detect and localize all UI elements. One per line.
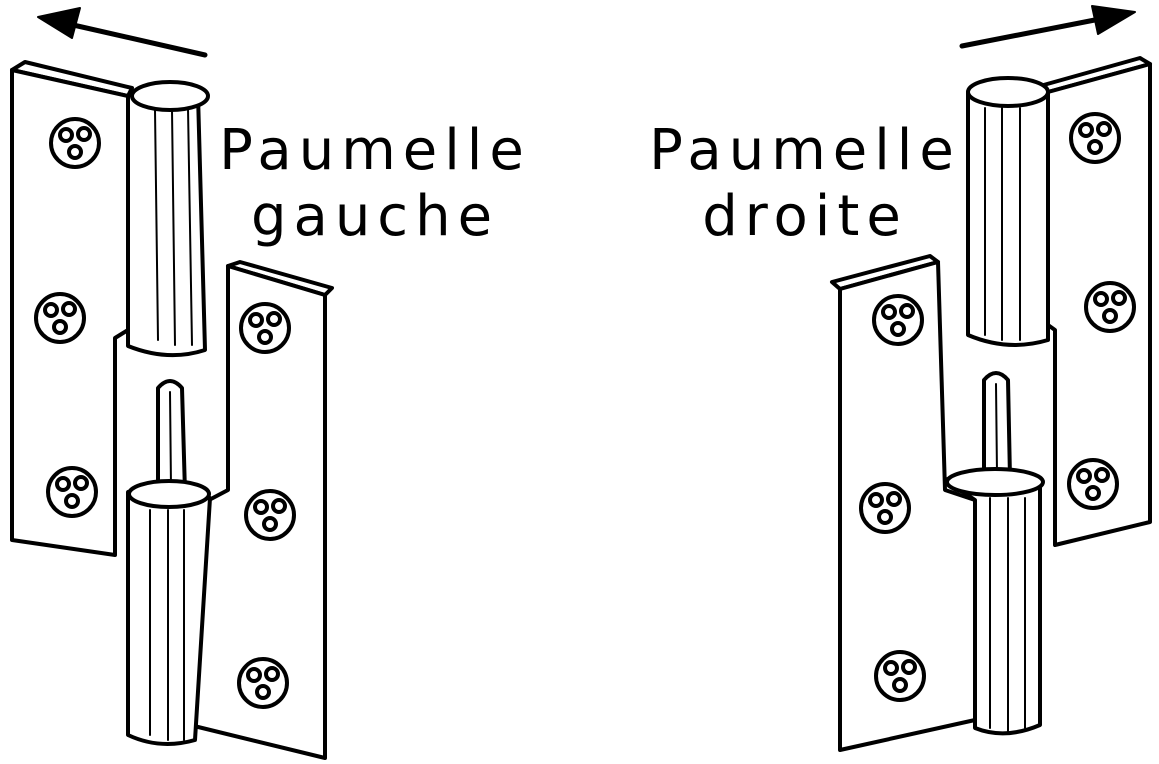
screw-hole-icon xyxy=(859,482,911,534)
screw-hole-icon xyxy=(244,489,296,541)
upper-leaf xyxy=(10,60,210,557)
screw-hole-icon xyxy=(46,466,98,518)
label-right-hinge: Paumelle droite xyxy=(640,118,970,250)
screw-hole-icon xyxy=(239,302,291,354)
label-right-line2: droite xyxy=(702,184,908,249)
label-left-line2: gauche xyxy=(250,184,500,249)
screw-hole-icon xyxy=(1069,112,1121,164)
right-hinge xyxy=(830,5,1152,752)
screw-hole-icon xyxy=(237,657,289,709)
screw-hole-icon xyxy=(874,650,926,702)
arrow-left-icon xyxy=(37,7,208,58)
label-left-line1: Paumelle xyxy=(219,118,531,183)
label-right-line1: Paumelle xyxy=(649,118,961,183)
screw-hole-icon xyxy=(1084,281,1136,333)
hinge-pin xyxy=(156,379,187,494)
label-left-hinge: Paumelle gauche xyxy=(215,118,535,250)
screw-hole-icon xyxy=(49,117,101,169)
lower-leaf xyxy=(126,260,334,760)
lower-leaf xyxy=(830,254,1045,752)
arrow-right-icon xyxy=(959,5,1136,49)
left-hinge xyxy=(10,7,334,760)
screw-hole-icon xyxy=(872,294,924,346)
hinge-pin xyxy=(982,371,1012,480)
screw-hole-icon xyxy=(34,292,86,344)
screw-hole-icon xyxy=(1067,458,1119,510)
upper-leaf xyxy=(966,56,1152,547)
